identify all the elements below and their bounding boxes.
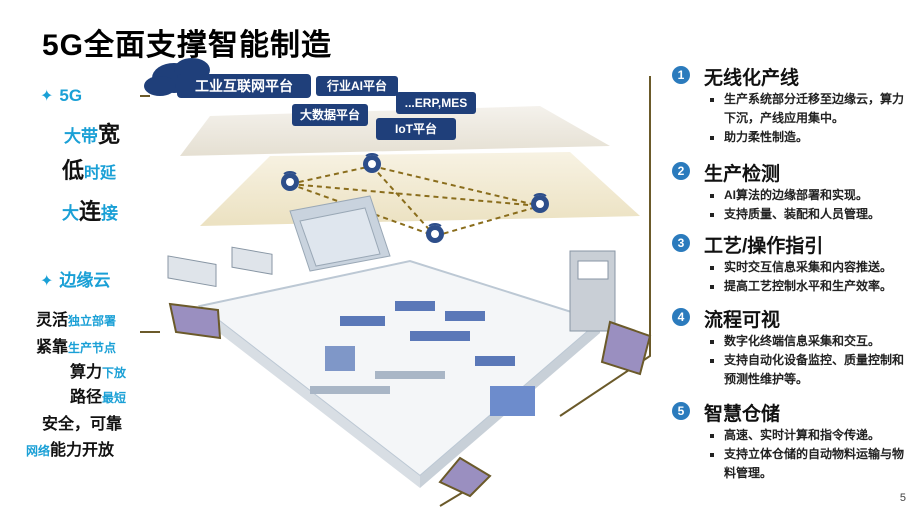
antenna-icon xyxy=(363,153,381,173)
g5-line-connections: 大连接 xyxy=(62,199,119,224)
antenna-icon xyxy=(531,193,549,213)
section-inspection: 2 生产检测 AI算法的边缘部署和实现。 支持质量、装配和人员管理。 xyxy=(670,160,910,224)
number-badge: 4 xyxy=(672,308,690,326)
bullet: 支持质量、装配和人员管理。 xyxy=(670,205,910,224)
bullet: AI算法的边缘部署和实现。 xyxy=(670,186,910,205)
edge-line-close: 紧靠生产节点 xyxy=(36,339,117,356)
number-badge: 2 xyxy=(672,162,690,180)
section-title: 无线化产线 xyxy=(704,68,800,89)
edge-cloud-heading: ✦边缘云 xyxy=(40,271,111,290)
section-title: 智慧仓储 xyxy=(704,404,781,425)
edge-line-secure: 安全，可靠 xyxy=(42,416,123,433)
edge-node-pad xyxy=(438,456,492,498)
star-icon: ✦ xyxy=(40,273,54,290)
section-process-guide: 3 工艺/操作指引 实时交互信息采集和内容推送。 提高工艺控制水平和生产效率。 xyxy=(670,232,910,296)
platform-industrial-internet: 工业互联网平台 xyxy=(177,74,311,98)
number-badge: 5 xyxy=(672,402,690,420)
star-icon: ✦ xyxy=(40,88,54,105)
factory-illustration xyxy=(140,58,652,507)
platform-iot: IoT平台 xyxy=(376,118,456,140)
bullet: 支持自动化设备监控、质量控制和预测性维护等。 xyxy=(670,351,910,389)
truck-icon xyxy=(167,246,273,287)
platform-erp-mes: ...ERP,MES xyxy=(396,92,476,114)
section-smart-warehouse: 5 智慧仓储 高速、实时计算和指令传递。 支持立体仓储的自动物料运输与物料管理。 xyxy=(670,400,910,483)
g5-heading: ✦5G xyxy=(40,86,83,105)
page-number: 5 xyxy=(899,492,906,504)
g5-line-latency: 低时延 xyxy=(62,158,117,183)
bullet: 实时交互信息采集和内容推送。 xyxy=(670,258,910,277)
bullet: 生产系统部分迁移至边缘云，算力下沉，产线应用集中。 xyxy=(670,90,910,128)
section-title: 流程可视 xyxy=(704,310,781,331)
edge-node-pad xyxy=(168,302,222,340)
edge-line-compute: 算力下放 xyxy=(70,364,127,381)
section-wireless-line: 1 无线化产线 生产系统部分迁移至边缘云，算力下沉，产线应用集中。 助力柔性制造。 xyxy=(670,64,910,147)
page-title: 5G全面支撑智能制造 xyxy=(42,29,333,62)
g5-line-bandwidth: 大带宽 xyxy=(64,122,121,147)
factory-floor xyxy=(197,259,603,478)
antenna-icon xyxy=(426,223,444,243)
edge-line-open: 网络能力开放 xyxy=(26,442,115,459)
bullet: 高速、实时计算和指令传递。 xyxy=(670,426,910,445)
wireless-links xyxy=(289,165,541,237)
edge-node-pad xyxy=(600,320,652,376)
edge-line-flexible: 灵活独立部署 xyxy=(36,312,117,329)
bullet: 提高工艺控制水平和生产效率。 xyxy=(670,277,910,296)
number-badge: 3 xyxy=(672,234,690,252)
edge-line-path: 路径最短 xyxy=(70,389,127,406)
number-badge: 1 xyxy=(672,66,690,84)
bullet: 助力柔性制造。 xyxy=(670,128,910,147)
bullet: 数字化终端信息采集和交互。 xyxy=(670,332,910,351)
antenna-icon xyxy=(281,171,299,191)
section-title: 生产检测 xyxy=(704,164,781,185)
bullet: 支持立体仓储的自动物料运输与物料管理。 xyxy=(670,445,910,483)
section-visualization: 4 流程可视 数字化终端信息采集和交互。 支持自动化设备监控、质量控制和预测性维护… xyxy=(670,306,910,389)
storage-racks xyxy=(289,195,391,272)
platform-big-data: 大数据平台 xyxy=(292,104,368,126)
control-room xyxy=(569,250,616,332)
network-plane xyxy=(200,152,640,226)
section-title: 工艺/操作指引 xyxy=(704,236,824,257)
platform-industry-ai: 行业AI平台 xyxy=(316,76,398,96)
production-lines xyxy=(310,301,535,416)
